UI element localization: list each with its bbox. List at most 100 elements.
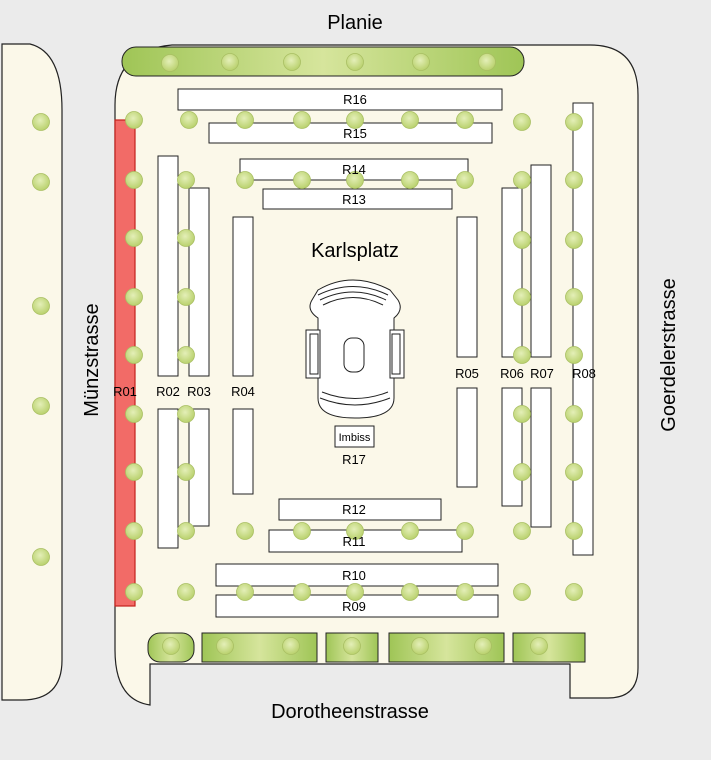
tree bbox=[401, 583, 419, 601]
tree bbox=[283, 53, 301, 71]
tree bbox=[32, 113, 50, 131]
tree bbox=[478, 53, 496, 71]
street-west: Münzstrasse bbox=[81, 303, 103, 416]
tree bbox=[177, 229, 195, 247]
stand-label-R08: R08 bbox=[572, 366, 596, 381]
tree bbox=[513, 463, 531, 481]
tree bbox=[513, 231, 531, 249]
stand-R02-north[interactable] bbox=[157, 155, 179, 377]
stand-label-R13: R13 bbox=[342, 192, 366, 207]
tree bbox=[177, 288, 195, 306]
stand-R05-south[interactable] bbox=[456, 387, 478, 488]
stand-label-R11: R11 bbox=[343, 534, 366, 549]
stand-R08[interactable] bbox=[572, 102, 594, 556]
tree bbox=[125, 288, 143, 306]
tree bbox=[401, 171, 419, 189]
stand-label-R06: R06 bbox=[500, 366, 524, 381]
tree bbox=[456, 171, 474, 189]
tree bbox=[343, 637, 361, 655]
tree bbox=[125, 171, 143, 189]
tree bbox=[401, 522, 419, 540]
stand-label-R15: R15 bbox=[343, 126, 367, 141]
planter-bottom-5 bbox=[512, 632, 586, 663]
stand-R07-south[interactable] bbox=[530, 387, 552, 528]
imbiss-stand[interactable] bbox=[334, 425, 375, 448]
stand-R13[interactable] bbox=[262, 188, 453, 210]
stand-R04-south[interactable] bbox=[232, 408, 254, 495]
imbiss-label: Imbiss bbox=[339, 432, 371, 444]
tree bbox=[565, 405, 583, 423]
stand-R06-north[interactable] bbox=[501, 187, 523, 358]
tree bbox=[32, 397, 50, 415]
tree bbox=[180, 111, 198, 129]
street-north: Planie bbox=[327, 12, 383, 34]
tree bbox=[565, 288, 583, 306]
tree bbox=[346, 171, 364, 189]
tree bbox=[565, 522, 583, 540]
tree bbox=[236, 583, 254, 601]
tree bbox=[236, 111, 254, 129]
tree bbox=[530, 637, 548, 655]
tree bbox=[412, 53, 430, 71]
stand-label-R03: R03 bbox=[187, 384, 211, 399]
stand-label-R10: R10 bbox=[342, 568, 366, 583]
tree bbox=[177, 346, 195, 364]
stand-R02-south[interactable] bbox=[157, 408, 179, 549]
tree bbox=[125, 583, 143, 601]
stand-label-R12: R12 bbox=[342, 502, 366, 517]
street-east: Goerdelerstrasse bbox=[658, 278, 680, 431]
tree bbox=[346, 53, 364, 71]
tree bbox=[513, 522, 531, 540]
tree bbox=[456, 522, 474, 540]
stand-R05-north[interactable] bbox=[456, 216, 478, 358]
tree bbox=[565, 346, 583, 364]
tree bbox=[161, 54, 179, 72]
tree bbox=[293, 522, 311, 540]
tree bbox=[177, 463, 195, 481]
stand-label-R02: R02 bbox=[156, 384, 180, 399]
tree bbox=[216, 637, 234, 655]
stand-label-R05: R05 bbox=[455, 366, 479, 381]
tree bbox=[565, 231, 583, 249]
tree bbox=[513, 288, 531, 306]
stand-R04-north[interactable] bbox=[232, 216, 254, 377]
tree bbox=[125, 463, 143, 481]
tree bbox=[565, 171, 583, 189]
stand-label-R17: R17 bbox=[342, 452, 366, 467]
trees bbox=[32, 53, 583, 655]
tree bbox=[513, 346, 531, 364]
stand-label-R04: R04 bbox=[231, 384, 255, 399]
tree bbox=[236, 171, 254, 189]
stand-label-R09: R09 bbox=[342, 599, 366, 614]
tree bbox=[565, 113, 583, 131]
tree bbox=[346, 583, 364, 601]
tree bbox=[293, 583, 311, 601]
tree bbox=[125, 111, 143, 129]
stand-R07-north[interactable] bbox=[530, 164, 552, 358]
tree bbox=[177, 405, 195, 423]
tree bbox=[565, 463, 583, 481]
tree bbox=[565, 583, 583, 601]
tree bbox=[125, 346, 143, 364]
tree bbox=[32, 297, 50, 315]
tree bbox=[125, 522, 143, 540]
tree bbox=[293, 171, 311, 189]
tree bbox=[162, 637, 180, 655]
tree bbox=[474, 637, 492, 655]
stand-label-R07: R07 bbox=[530, 366, 554, 381]
tree bbox=[513, 583, 531, 601]
tree bbox=[177, 583, 195, 601]
stand-R03-north[interactable] bbox=[188, 187, 210, 377]
tree bbox=[282, 637, 300, 655]
tree bbox=[401, 111, 419, 129]
tree bbox=[177, 171, 195, 189]
tree bbox=[411, 637, 429, 655]
tree bbox=[177, 522, 195, 540]
tree bbox=[125, 229, 143, 247]
stand-R16[interactable] bbox=[177, 88, 503, 111]
stand-label-R16: R16 bbox=[343, 92, 367, 107]
central-stage bbox=[305, 279, 405, 419]
street-south: Dorotheenstrasse bbox=[271, 701, 429, 723]
stand-R12[interactable] bbox=[278, 498, 442, 521]
